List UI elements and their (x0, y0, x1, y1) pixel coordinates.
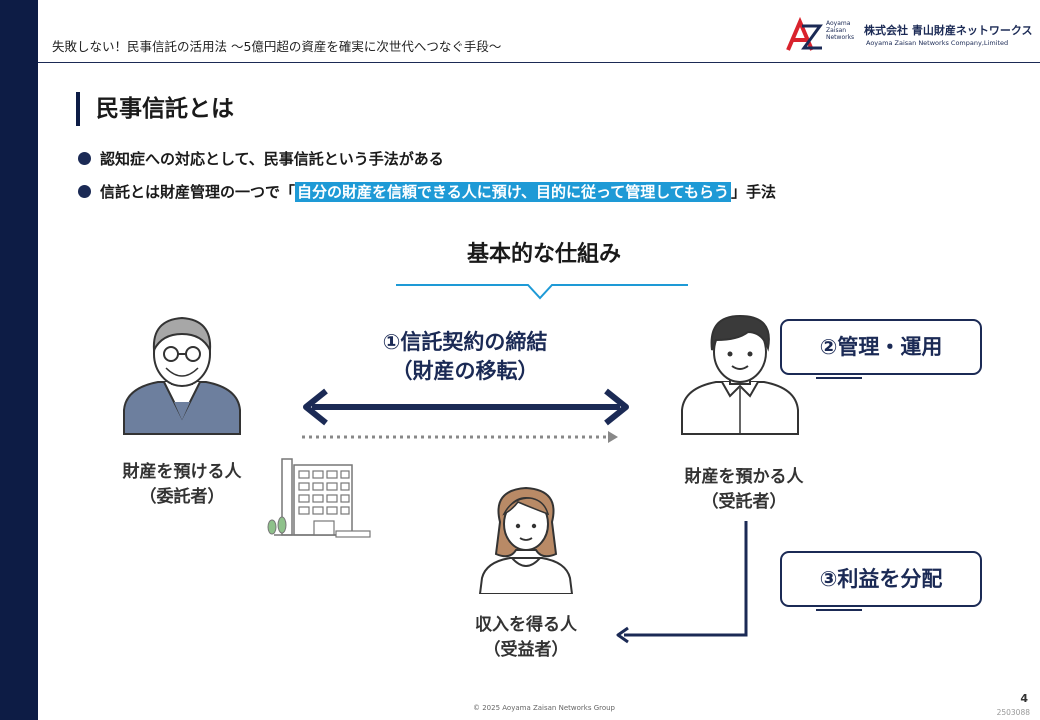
bullet-2-highlight: 自分の財産を信頼できる人に預け、目的に従って管理してもらう (295, 182, 732, 202)
presentation-title: 失敗しない！民事信託の活用法 〜5億円超の資産を確実に次世代へつなぐ手段〜 (52, 39, 502, 54)
beneficiary-label-line2: （受益者） (483, 640, 569, 660)
bullet-2-text-after: 」手法 (731, 183, 777, 201)
page-number: 4 (1020, 692, 1028, 705)
truster-label: 財産を預ける人 （委託者） (90, 460, 274, 510)
section-title: 民事信託とは (96, 96, 234, 122)
header-divider (38, 62, 1040, 63)
contract-arrows (302, 388, 629, 443)
bullet-dot-icon (78, 152, 91, 165)
bullet-dot-icon (78, 185, 91, 198)
speech-bracket-icon (396, 284, 688, 300)
trustee-label: 財産を預かる人 （受託者） (652, 465, 836, 515)
beneficiary-label-line1: 収入を得る人 (475, 615, 577, 635)
elderly-man-icon (123, 316, 241, 435)
trustee-label-line2: （受託者） (701, 492, 787, 512)
copyright: © 2025 Aoyama Zaisan Networks Group (472, 704, 616, 712)
woman-icon (478, 486, 574, 594)
bullet-2: 信託とは財産管理の一つで「自分の財産を信頼できる人に預け、目的に従って管理しても… (78, 181, 776, 203)
double-arrow-icon (303, 388, 629, 426)
logo-subtext: Aoyama Zaisan Networks (826, 20, 855, 41)
contract-line1: ①信託契約の締結 (382, 330, 548, 354)
beneficiary-label: 収入を得る人 （受益者） (434, 613, 618, 663)
distribute-box: ③利益を分配 (780, 551, 982, 607)
bullet-1: 認知症への対応として、民事信託という手法がある (78, 148, 444, 170)
dotted-transfer-arrow-icon (302, 431, 618, 443)
bullet-1-text: 認知症への対応として、民事信託という手法がある (100, 150, 444, 168)
company-logo: Aoyama Zaisan Networks 株式会社 青山財産ネットワークス … (786, 16, 1033, 56)
document-code: 2503088 (996, 708, 1030, 717)
box-accent-line (816, 377, 862, 379)
trust-contract-label: ①信託契約の締結 （財産の移転） (330, 328, 600, 386)
distribution-arrow-icon (616, 521, 748, 644)
truster-label-line1: 財産を預ける人 (122, 462, 242, 482)
box-accent-line (816, 609, 862, 611)
company-name-en: Aoyama Zaisan Networks Company,Limited (866, 39, 1009, 47)
az-logo-icon (786, 16, 823, 51)
building-icon (267, 458, 371, 538)
contract-line2: （財産の移転） (391, 359, 539, 383)
left-sidebar-band (0, 0, 38, 720)
manage-box: ②管理・運用 (780, 319, 982, 375)
truster-label-line2: （委託者） (139, 487, 225, 507)
trustee-label-line1: 財産を預かる人 (684, 467, 804, 487)
diagram-title: 基本的な仕組み (466, 242, 621, 267)
company-name-jp: 株式会社 青山財産ネットワークス (864, 24, 1033, 37)
section-accent-bar (76, 92, 80, 126)
bullet-2-text-before: 信託とは財産管理の一つで「 (100, 183, 296, 201)
young-man-icon (681, 314, 799, 435)
